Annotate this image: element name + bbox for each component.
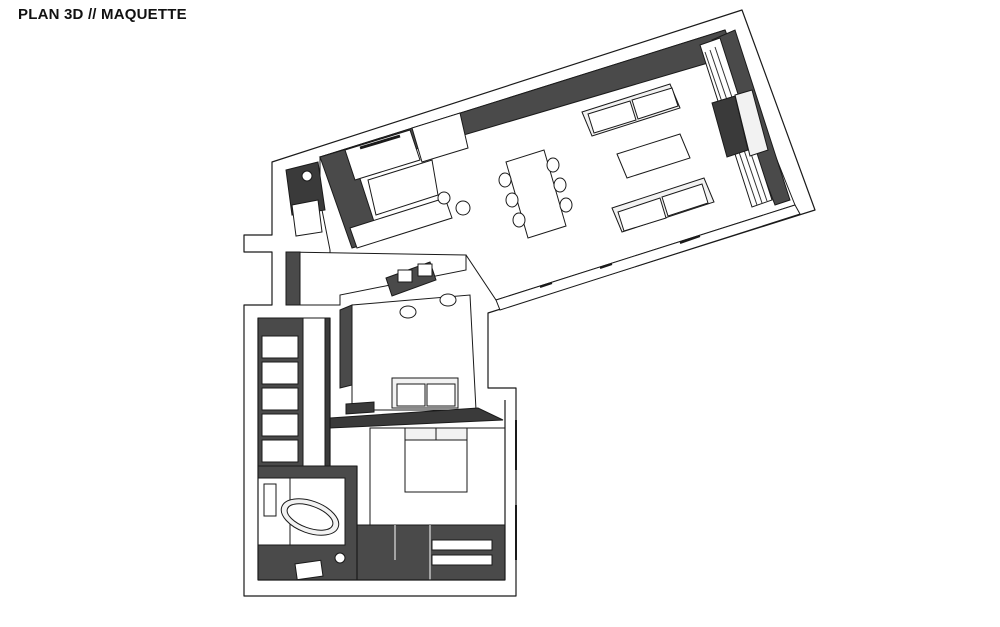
kitchen <box>285 112 471 249</box>
bathroom <box>257 465 358 581</box>
bath-mat <box>294 559 324 581</box>
kitchen-inner-counter <box>367 159 439 216</box>
radiator-east <box>711 95 749 158</box>
bedroom <box>356 420 517 581</box>
kitchen-upper-unit <box>411 112 469 163</box>
tv-room <box>329 293 504 429</box>
chair-icon <box>559 197 573 213</box>
shelving-icon <box>261 335 299 359</box>
chair-icon <box>512 212 526 228</box>
bedroom-wardrobe <box>356 524 506 581</box>
kitchen-island <box>349 197 453 249</box>
dining <box>498 149 573 239</box>
corridor <box>285 251 467 306</box>
dressing <box>257 317 331 469</box>
bathtub-icon <box>280 498 340 536</box>
toilet-icon <box>334 552 346 564</box>
tv-room-west-wall <box>339 304 353 389</box>
chair-icon <box>439 293 457 307</box>
chair-icon <box>455 200 471 216</box>
dining-chairs <box>498 157 573 228</box>
sofa-icon <box>391 377 459 409</box>
chair-icon <box>546 157 560 173</box>
chair-icon <box>399 305 417 319</box>
dining-table-icon <box>505 149 567 239</box>
chair-icon <box>498 172 512 188</box>
chair-icon <box>505 192 519 208</box>
partitions <box>257 318 506 581</box>
corridor-wall-shadow <box>285 251 301 306</box>
coffee-table <box>616 133 691 179</box>
bench-east <box>734 89 769 157</box>
lounge <box>581 83 715 233</box>
kitchen-counter-icon <box>344 129 421 181</box>
chair-icon <box>437 191 451 205</box>
page-title: PLAN 3D // MAQUETTE <box>18 6 187 23</box>
shelving-icon <box>431 539 493 551</box>
chair-icon <box>553 177 567 193</box>
